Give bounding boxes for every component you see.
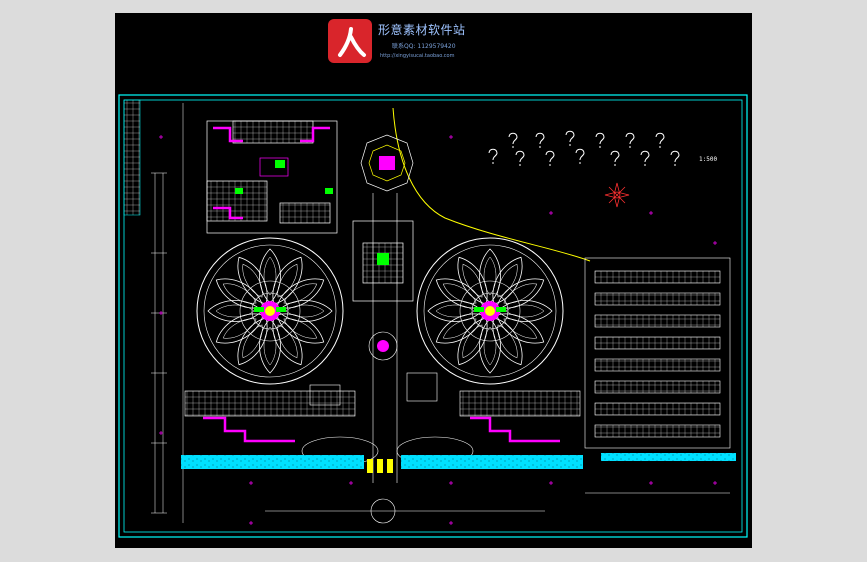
inner-frame (123, 99, 743, 533)
watermark-url: http://xingyisucai.taobao.com (380, 53, 455, 59)
bottom-buildings (184, 372, 581, 466)
scale-label: 1:500 (699, 156, 717, 163)
outer-frame (118, 94, 748, 538)
right-mandala-garden (417, 238, 563, 384)
dimension-column (151, 103, 184, 523)
water-channel-right (601, 453, 736, 461)
left-mandala-garden (197, 238, 343, 384)
site-plan-drawing: 1:500 (118, 94, 748, 538)
watermark: 形意素材软件站 联系QQ: 1129579420 http://xingyisu… (328, 19, 478, 69)
road-curve (392, 107, 591, 262)
site-logo-icon (328, 19, 372, 63)
top-left-building (206, 120, 338, 234)
water-channel-left (181, 455, 364, 469)
tree-symbols (488, 130, 680, 167)
watermark-site-name: 形意素材软件站 (378, 23, 466, 37)
parking-lot (584, 257, 731, 494)
central-axis (265, 193, 545, 524)
north-arrow-icon (604, 182, 630, 208)
watermark-qq: 联系QQ: 1129579420 (392, 43, 456, 50)
grid-markers (159, 135, 717, 525)
water-channel-center (401, 455, 583, 469)
cad-viewport[interactable]: 1:500 形意素材软件站 联系QQ: 1129579420 http://xi… (115, 13, 752, 548)
octagon-pavilion (352, 134, 414, 302)
